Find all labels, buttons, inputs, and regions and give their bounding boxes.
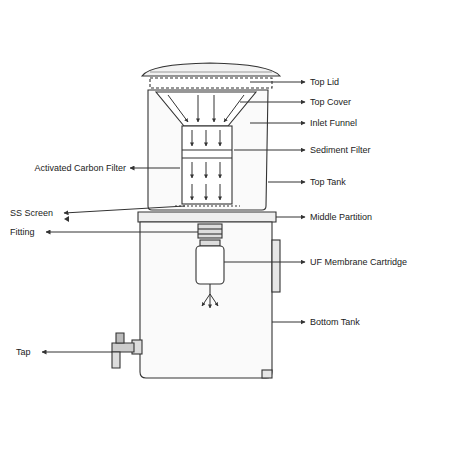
part-label: Sediment Filter bbox=[310, 145, 371, 156]
part-label: Activated Carbon Filter bbox=[34, 163, 126, 174]
part-label: Fitting bbox=[10, 227, 35, 238]
part-label: Top Cover bbox=[310, 97, 351, 108]
part-label: UF Membrane Cartridge bbox=[310, 257, 407, 268]
part-label: Tap bbox=[16, 347, 31, 358]
part-label: Middle Partition bbox=[310, 212, 372, 223]
part-label: Top Lid bbox=[310, 77, 339, 88]
part-label: Top Tank bbox=[310, 177, 346, 188]
part-label: Inlet Funnel bbox=[310, 118, 357, 129]
part-label: Bottom Tank bbox=[310, 317, 360, 328]
part-label: SS Screen bbox=[10, 208, 53, 219]
